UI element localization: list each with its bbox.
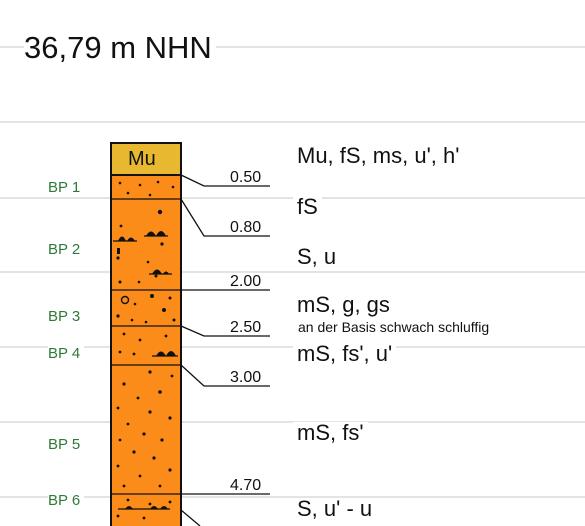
layer-description: mS, g, gs	[293, 294, 394, 316]
layer-description: S, u' - u	[293, 498, 377, 520]
layer-note: an der Basis schwach schluffig	[298, 319, 490, 335]
layer-description: mS, fs', u'	[293, 343, 397, 365]
layer-description: S, u	[293, 246, 341, 268]
sample-label: BP 6	[48, 493, 85, 508]
sand-layers	[110, 174, 182, 526]
silt-symbols	[118, 231, 176, 509]
depth-label: 0.50	[230, 169, 262, 186]
sample-label: BP 4	[48, 346, 85, 361]
layer-description: fS	[293, 196, 322, 218]
depth-label: 4.70	[230, 477, 262, 494]
depth-leaders	[180, 174, 270, 526]
depth-label: 2.00	[230, 273, 262, 290]
column-header: Mu	[128, 148, 156, 170]
sample-label: BP 1	[48, 180, 85, 195]
elevation-label: 36,79 m NHN	[24, 32, 216, 63]
sand-dot-pattern	[116, 180, 176, 520]
depth-label: 3.00	[230, 369, 262, 386]
gravel-fragment	[117, 248, 120, 254]
gridlines	[0, 46, 585, 498]
sample-label: BP 2	[48, 242, 85, 257]
silt-baselines	[113, 235, 178, 510]
layer-boundaries	[111, 198, 181, 495]
sample-label: BP 3	[48, 309, 85, 324]
depth-label: 0.80	[230, 219, 262, 236]
soil-column	[110, 142, 182, 526]
layer-description: mS, fs'	[293, 422, 368, 444]
layer-description: Mu, fS, ms, u', h'	[293, 145, 464, 167]
gravel-symbol	[120, 295, 130, 305]
sample-label: BP 5	[48, 437, 85, 452]
depth-label: 2.50	[230, 319, 262, 336]
